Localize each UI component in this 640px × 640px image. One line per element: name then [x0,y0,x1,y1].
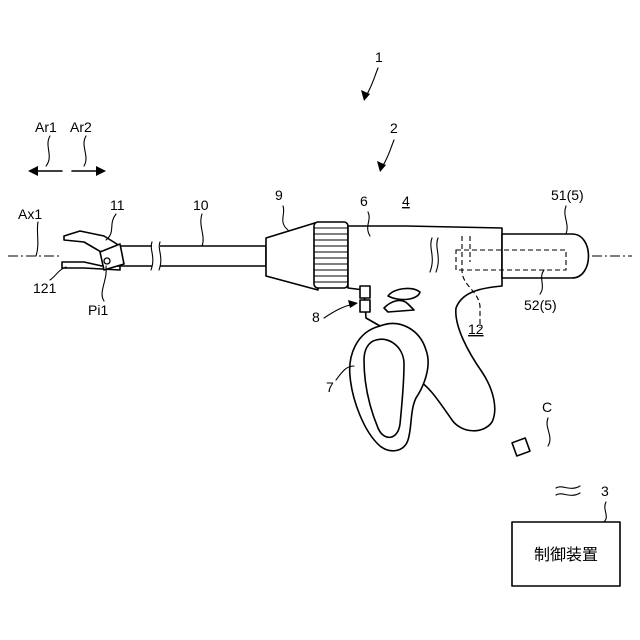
rotary-knob-leader [283,206,288,230]
label-system: 1 [375,49,383,65]
label-end-effector: 11 [110,197,125,213]
transducer-cap [502,234,589,278]
sheath-leader [201,214,203,246]
rotary-cone [266,222,318,290]
jaw-leader [50,267,66,280]
end-effector-leader [106,214,116,240]
pin-leader [102,266,106,301]
transducer-outer-leader [565,206,567,234]
grooved-ring [314,222,348,288]
label-jaw: 121 [33,280,57,296]
label-transducer-outer: 51(5) [551,187,584,203]
arrow-ar1-head [28,166,38,176]
switch-upper [360,286,370,298]
label-sheath: 10 [193,197,209,213]
switch-arrow-head [348,300,358,308]
control-device-text: 制御装置 [534,545,598,564]
label-switch: 8 [312,309,320,325]
label-axis: Ax1 [18,206,42,222]
switch-arrow-line [324,304,354,318]
label-transducer-inner: 52(5) [524,297,557,313]
label-handle: 7 [326,379,334,395]
label-ar1: Ar1 [35,119,57,135]
label-pin: Pi1 [88,302,108,318]
pin-icon [104,258,110,264]
cable-leader [547,418,550,446]
label-cable: C [542,399,552,415]
switch-lower [360,300,370,312]
arrow-ar2-head [96,166,106,176]
arrow-ar2-leader [84,136,86,166]
sheath [118,246,266,266]
label-housing: 4 [402,193,410,209]
instrument-arrow-line [382,140,394,167]
controller-leader [604,502,606,522]
system-arrow-line [366,68,378,96]
cable [486,418,568,520]
axis-leader [36,222,38,256]
label-instrument: 2 [390,120,398,136]
label-ar2: Ar2 [70,119,92,135]
label-body: 6 [360,193,368,209]
label-controller: 3 [601,483,609,499]
arrow-ar1-leader [46,136,50,166]
label-rotary-knob: 9 [275,187,283,203]
label-cable-path: 12 [468,321,484,337]
